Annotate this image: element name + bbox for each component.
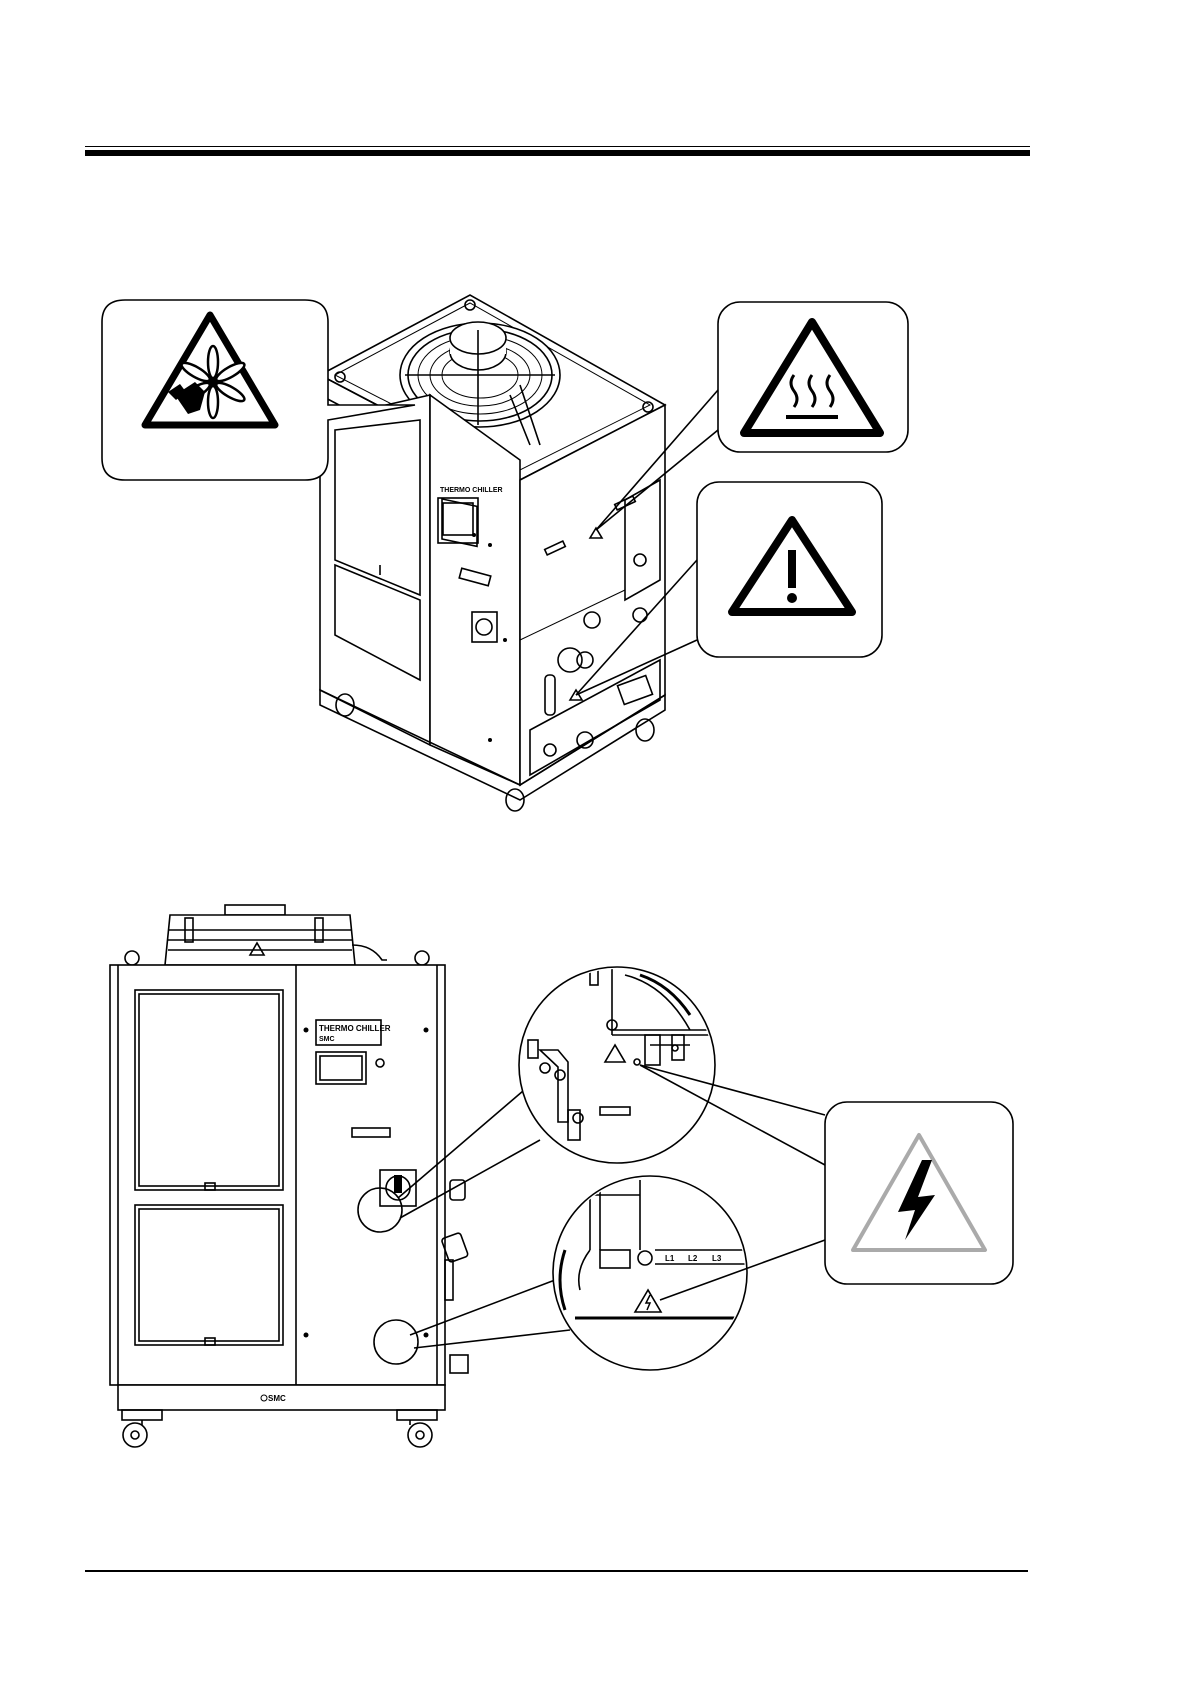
chiller-isometric-view: THERMO CHILLER <box>320 295 665 811</box>
panel-label-line1: THERMO CHILLER <box>440 487 503 494</box>
terminal-label-3: L3 <box>712 1254 722 1263</box>
terminal-label-2: L2 <box>688 1254 698 1263</box>
chiller-front-view: THERMO CHILLER SMC SMC <box>110 905 469 1447</box>
footer-rule <box>85 1570 1028 1572</box>
detail-circle-lower: L1 L2 L3 <box>553 1176 760 1370</box>
front-panel-label-line1: THERMO CHILLER <box>319 1024 391 1033</box>
front-panel-label-line2: SMC <box>319 1036 335 1043</box>
detail-circle-upper <box>519 965 720 1163</box>
base-label: SMC <box>268 1394 286 1403</box>
terminal-label-1: L1 <box>665 1254 675 1263</box>
